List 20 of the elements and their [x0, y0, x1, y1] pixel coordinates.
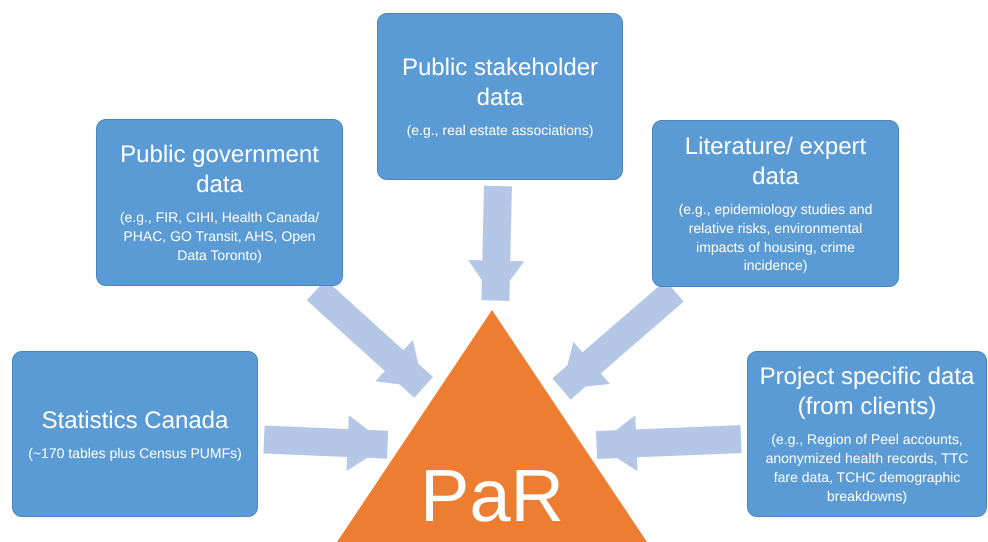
- data-source-box: [377, 13, 623, 180]
- description: (e.g., epidemiology studies and relative risks, environmental impacts of housing, crime incidence): [678, 200, 874, 276]
- description: (~170 tables plus Census PUMFs): [28, 444, 242, 462]
- triangle-node: [337, 310, 647, 542]
- description: (e.g., real estate associations): [406, 121, 594, 140]
- block-arrow: [263, 415, 388, 472]
- heading: PaR: [420, 453, 564, 538]
- block-arrow: [596, 415, 742, 472]
- heading: Public stakeholder data: [400, 53, 600, 114]
- data-source-box: [12, 351, 258, 517]
- data-source-box: [96, 119, 343, 286]
- data-source-box: [652, 120, 899, 287]
- description: (e.g., FIR, CIHI, Health Canada/ PHAC, GO Transit, AHS, Open Data Toronto): [118, 208, 320, 265]
- description: (e.g., Region of Peel accounts, anonymized health records, TTC fare data, TCHC demographic breakdowns): [764, 430, 970, 506]
- heading: Project specific data (from clients): [758, 362, 976, 422]
- data-source-box: [747, 351, 987, 517]
- heading: Statistics Canada: [42, 406, 228, 436]
- heading: Public government data: [119, 140, 320, 200]
- block-arrow: [468, 186, 524, 301]
- heading: Literature/ expert data: [684, 132, 868, 192]
